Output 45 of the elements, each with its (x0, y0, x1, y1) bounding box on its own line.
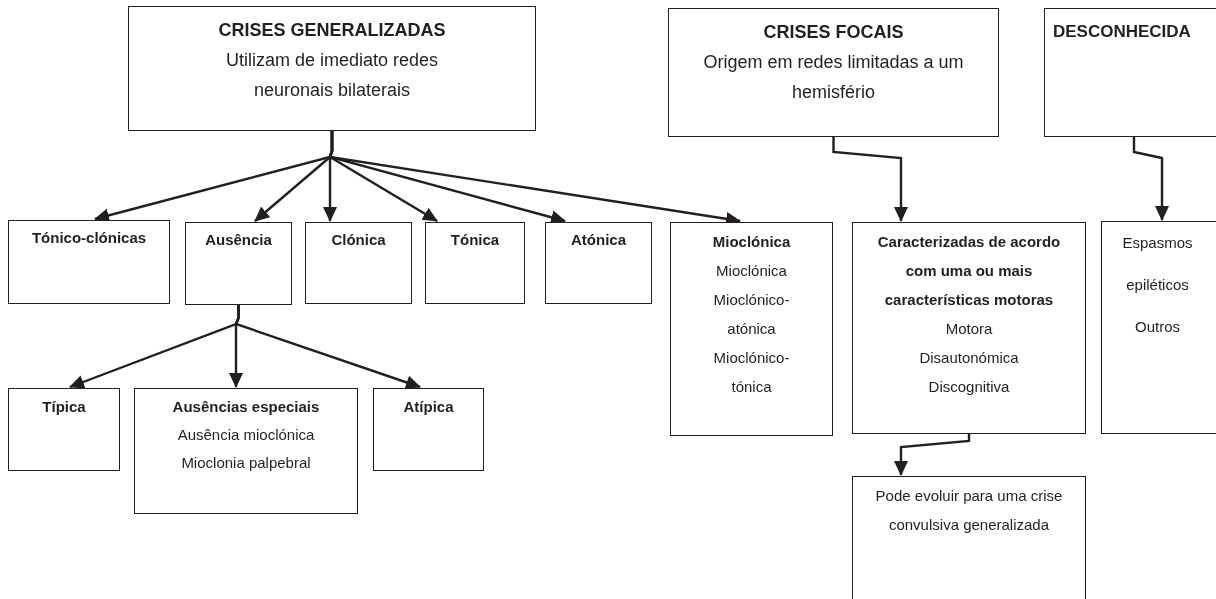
seizure-type-box (305, 222, 412, 304)
seizure-type-box (185, 222, 292, 305)
box-heading: Ausências especiais (171, 397, 321, 417)
seizure-type-box (852, 476, 1086, 599)
seizure-type-box (852, 222, 1086, 434)
box-text: Ausência mioclónica (176, 425, 316, 445)
arrow (894, 434, 971, 476)
arrow (234, 305, 421, 390)
arrow (1132, 137, 1169, 221)
box-heading: Típica (41, 397, 87, 417)
category-box (128, 6, 536, 131)
seizure-type-box (670, 222, 833, 436)
seizure-type-box (425, 222, 525, 304)
category-box (668, 8, 999, 137)
category-title: CRISES FOCAIS (762, 21, 905, 44)
box-text: Pode evoluir para uma crise convulsiva generalizada (874, 486, 1064, 535)
box-text: Mioclónico-tónica (712, 348, 791, 397)
box-heading: Clónica (330, 230, 387, 250)
seizure-type-box (8, 220, 170, 304)
box-heading: Ausência (204, 230, 273, 250)
box-heading: Mioclónica (711, 232, 792, 252)
category-box (1044, 8, 1216, 137)
seizure-type-box (134, 388, 358, 514)
box-heading: Atónica (570, 230, 627, 250)
box-text: Mioclónica (715, 261, 788, 281)
box-text: Mioclónico-atónica (712, 290, 791, 339)
box-text: Outros (1134, 317, 1181, 337)
box-heading: Caracterizadas de acordo com uma ou mais características motoras (876, 232, 1062, 310)
seizure-type-box (8, 388, 120, 471)
arrow (832, 137, 908, 222)
seizure-type-box (1101, 221, 1216, 434)
box-heading: Atípica (402, 397, 455, 417)
box-text: Espasmos epiléticos (1121, 233, 1194, 295)
box-text: Discognitiva (927, 377, 1011, 397)
category-title: CRISES GENERALIZADAS (217, 19, 447, 42)
seizure-type-box (545, 222, 652, 304)
box-text: Motora (944, 319, 994, 339)
category-title: DESCONHECIDA (1053, 21, 1192, 43)
box-text: Disautonómica (918, 348, 1020, 368)
box-heading: Tónico-clónicas (30, 228, 148, 248)
box-text: Utilizam de imediato redes neuronais bilaterais (224, 49, 440, 102)
box-text: Mioclonia palpebral (180, 453, 312, 473)
box-heading: Tónica (449, 230, 501, 250)
seizure-type-box (373, 388, 484, 471)
box-text: Origem em redes limitadas a um hemisfério (702, 51, 965, 104)
